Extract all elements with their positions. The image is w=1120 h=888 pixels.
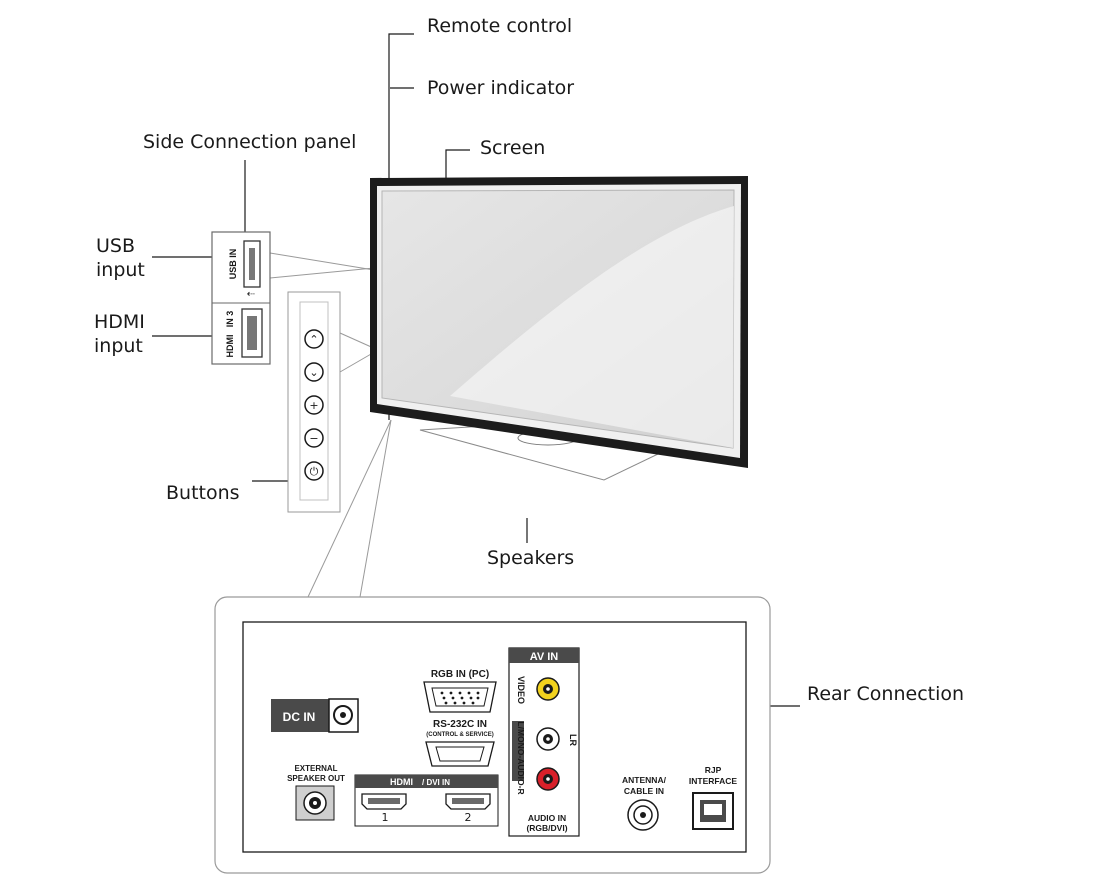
screen-label: Screen bbox=[480, 137, 546, 159]
remote-control-label: Remote control bbox=[427, 15, 573, 37]
rs232c-port[interactable] bbox=[425, 741, 495, 767]
rs232c-sublabel: (CONTROL & SERVICE) bbox=[426, 732, 493, 738]
dc-in-block bbox=[271, 698, 359, 733]
dc-in-label: DC IN bbox=[283, 710, 316, 724]
chevron-down-icon: ⌄ bbox=[309, 366, 318, 379]
hdmi-logo-side: HDMI bbox=[225, 335, 235, 358]
external-speaker-label-2: SPEAKER OUT bbox=[287, 774, 345, 783]
usb-input-label-line2: input bbox=[96, 259, 145, 281]
audio-in-label-1: AUDIO IN bbox=[528, 813, 566, 823]
hdmi-port-1[interactable] bbox=[361, 793, 407, 810]
hdmi-input-label-line1: HDMI bbox=[94, 311, 145, 333]
hdmi-dvi-label: / DVI IN bbox=[422, 778, 450, 787]
audio-in-label-2: (RGB/DVI) bbox=[526, 823, 567, 833]
side-connection-panel-label: Side Connection panel bbox=[143, 131, 357, 153]
rgb-in-port[interactable] bbox=[423, 681, 497, 713]
side-buttons-panel bbox=[287, 291, 341, 513]
usb-port[interactable] bbox=[243, 240, 261, 288]
audio-vertical-label: L/MONO-AUDIO-R bbox=[516, 721, 526, 794]
rgb-in-label: RGB IN (PC) bbox=[431, 669, 489, 680]
hdmi-port-2[interactable] bbox=[445, 793, 491, 810]
hdmi-port-label-side: IN 3 bbox=[225, 311, 235, 328]
external-speaker-out-jack[interactable] bbox=[295, 785, 335, 821]
tv-body bbox=[370, 176, 748, 468]
rjp-label-2: INTERFACE bbox=[689, 776, 738, 786]
usb-port-label: USB IN bbox=[228, 249, 238, 280]
audio-r-jack[interactable] bbox=[536, 767, 560, 791]
side-button-power[interactable]: ⏻ bbox=[304, 461, 324, 481]
audio-l-jack[interactable] bbox=[536, 727, 560, 751]
lr-label: LR bbox=[568, 734, 578, 746]
rear-connection-label: Rear Connection bbox=[807, 683, 965, 705]
hdmi-port-side[interactable] bbox=[241, 308, 263, 358]
chevron-up-icon: ⌃ bbox=[309, 333, 318, 346]
minus-icon: − bbox=[309, 432, 318, 445]
rjp-port[interactable] bbox=[692, 792, 734, 830]
side-button-chevron-down[interactable]: ⌄ bbox=[304, 362, 324, 382]
buttons-label: Buttons bbox=[166, 482, 240, 504]
power-indicator-label: Power indicator bbox=[427, 77, 575, 99]
external-speaker-label-1: EXTERNAL bbox=[294, 764, 337, 773]
hdmi-logo-rear: HDMI bbox=[390, 777, 413, 787]
rjp-label-1: RJP bbox=[705, 765, 722, 775]
side-button-plus[interactable]: + bbox=[304, 395, 324, 415]
video-label: VIDEO bbox=[516, 676, 526, 704]
video-jack[interactable] bbox=[536, 677, 560, 701]
hdmi-input-label-line2: input bbox=[94, 335, 143, 357]
side-button-chevron-up[interactable]: ⌃ bbox=[304, 329, 324, 349]
av-in-label: AV IN bbox=[530, 651, 559, 663]
antenna-jack[interactable] bbox=[627, 799, 659, 831]
usb-icon: ⇠ bbox=[247, 289, 256, 300]
plus-icon: + bbox=[309, 399, 318, 412]
antenna-label-1: ANTENNA/ bbox=[622, 775, 667, 785]
antenna-label-2: CABLE IN bbox=[624, 786, 664, 796]
hdmi-port-2-number: 2 bbox=[465, 811, 472, 824]
rs232c-label: RS-232C IN bbox=[433, 719, 487, 730]
side-button-minus[interactable]: − bbox=[304, 428, 324, 448]
power-icon: ⏻ bbox=[310, 465, 319, 478]
usb-input-label-line1: USB bbox=[96, 235, 136, 257]
hdmi-port-1-number: 1 bbox=[382, 811, 389, 824]
speakers-label: Speakers bbox=[487, 547, 575, 569]
